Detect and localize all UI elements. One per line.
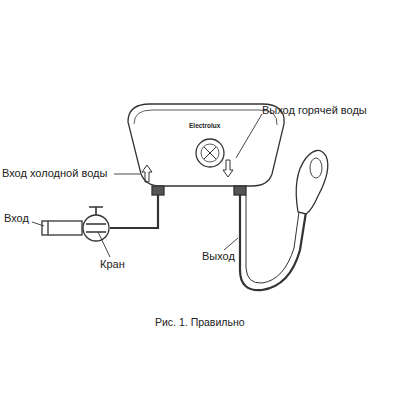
- valve: [83, 215, 109, 241]
- cold-pipe: [110, 195, 158, 228]
- leader-line: [236, 114, 262, 158]
- part-label: Вход: [4, 212, 29, 225]
- inlet-pipe: [42, 221, 82, 235]
- shower-hose: [240, 195, 306, 290]
- cold-flow-arrow: [142, 165, 152, 182]
- shower-hose-edge: [246, 195, 299, 283]
- control-knob: [196, 139, 224, 167]
- brand-logo: Electrolux: [189, 122, 220, 130]
- control-knob-inner: [201, 144, 219, 162]
- part-label: Выход: [202, 250, 235, 263]
- shower-head: [296, 150, 328, 214]
- inlet-pipe-end: [47, 221, 48, 235]
- part-label: Вход холодной воды: [2, 167, 107, 180]
- valve-handle: [89, 207, 103, 215]
- leader-line: [114, 174, 140, 175]
- heater-body: [128, 104, 284, 186]
- cold-fitting: [152, 186, 164, 195]
- part-label: Выход горячей воды: [262, 104, 367, 117]
- hot-fitting: [234, 186, 246, 195]
- leader-line: [224, 238, 238, 250]
- leader-line: [98, 232, 110, 257]
- shower-head-face: [310, 158, 322, 178]
- hot-flow-arrow: [223, 160, 233, 177]
- knob-marks: [204, 147, 216, 159]
- leader-line: [32, 222, 44, 226]
- part-label: Кран: [100, 258, 125, 271]
- figure-caption: Рис. 1. Правильно: [155, 316, 245, 329]
- valve-body: [86, 224, 106, 232]
